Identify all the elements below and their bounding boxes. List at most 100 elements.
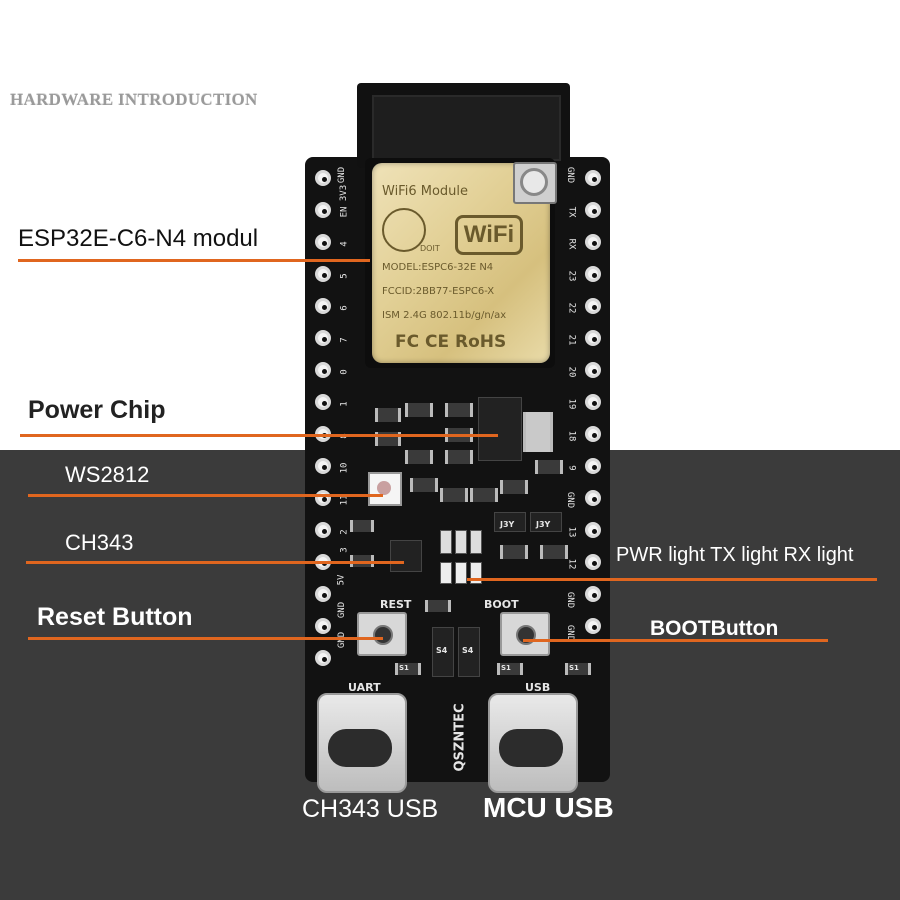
fuse bbox=[497, 663, 523, 675]
pin-label-right: GND bbox=[565, 491, 576, 509]
capacitor bbox=[523, 412, 553, 452]
capacitor bbox=[445, 403, 473, 417]
pin-right-13 bbox=[585, 554, 601, 570]
module-model: MODEL:ESPC6-32E N4 bbox=[382, 262, 494, 273]
power-regulator-chip bbox=[478, 397, 522, 461]
pin-left-6 bbox=[315, 330, 331, 346]
usb-label: USB bbox=[525, 681, 551, 694]
s1-label: S1 bbox=[569, 664, 579, 672]
capacitor bbox=[405, 450, 433, 464]
pin-right-8 bbox=[585, 394, 601, 410]
capacitor bbox=[405, 403, 433, 417]
callout-line-ws2812 bbox=[28, 494, 383, 497]
pin-label-left: 5 bbox=[339, 273, 350, 279]
pin-left-5 bbox=[315, 298, 331, 314]
pin-left-16 bbox=[315, 650, 331, 666]
capacitor bbox=[425, 600, 451, 612]
uart-label: UART bbox=[348, 681, 381, 694]
wifi-logo: WiFi bbox=[455, 215, 523, 255]
ws2812-led bbox=[368, 472, 402, 506]
pin-label-right: 19 bbox=[566, 398, 577, 410]
callout-line-ch343 bbox=[26, 561, 404, 564]
fuse bbox=[565, 663, 591, 675]
mcu-usb-label: MCU USB bbox=[483, 792, 614, 823]
ch343-usb-label: CH343 USB bbox=[302, 795, 439, 823]
pin-right-3 bbox=[585, 234, 601, 250]
capacitor bbox=[500, 545, 528, 559]
pin-label-left: 10 bbox=[339, 462, 350, 474]
callout-line-power-chip bbox=[20, 434, 498, 437]
brand-silkscreen: QSZNTEC bbox=[452, 703, 468, 772]
pin-right-14 bbox=[585, 586, 601, 602]
mcu-usb-c-port[interactable] bbox=[488, 693, 578, 793]
boot-button[interactable] bbox=[500, 612, 550, 656]
capacitor bbox=[350, 520, 374, 532]
capacitor bbox=[375, 408, 401, 422]
transistor bbox=[530, 512, 562, 532]
pin-right-7 bbox=[585, 362, 601, 378]
callout-line-lights bbox=[467, 578, 877, 581]
pin-label-right: 13 bbox=[566, 526, 577, 538]
s1-label: S1 bbox=[501, 664, 511, 672]
pin-label-right: 9 bbox=[566, 465, 577, 471]
callout-reset-button: Reset Button bbox=[37, 603, 193, 631]
j3y-label: J3Y bbox=[500, 520, 515, 529]
pin-label-right: TX bbox=[566, 206, 577, 218]
pin-label-right: 12 bbox=[566, 558, 577, 570]
callout-module: ESP32E-C6-N4 modul bbox=[18, 225, 259, 252]
pin-left-14 bbox=[315, 586, 331, 602]
pin-left-8 bbox=[315, 394, 331, 410]
status-resistor bbox=[470, 530, 482, 554]
pin-left-10 bbox=[315, 458, 331, 474]
s4-label: S4 bbox=[436, 646, 448, 655]
module-certs: FC CE RoHS bbox=[395, 332, 507, 352]
pin-label-left: 7 bbox=[339, 337, 350, 343]
pin-left-15 bbox=[315, 618, 331, 634]
module-brand: DOIT bbox=[420, 244, 440, 253]
module-name: WiFi6 Module bbox=[382, 184, 468, 199]
pin-right-12 bbox=[585, 522, 601, 538]
diode bbox=[432, 627, 454, 677]
module-ism: ISM 2.4G 802.11b/g/n/ax bbox=[382, 310, 507, 321]
pin-left-1 bbox=[315, 170, 331, 186]
pin-right-11 bbox=[585, 490, 601, 506]
pin-right-2 bbox=[585, 202, 601, 218]
antenna-trace bbox=[372, 95, 561, 161]
pin-label-left: 1 bbox=[339, 401, 350, 407]
pin-label-right: 23 bbox=[566, 270, 577, 282]
callout-line-boot bbox=[523, 639, 828, 642]
capacitor bbox=[440, 488, 468, 502]
pin-left-4 bbox=[315, 266, 331, 282]
pin-label-left: EN bbox=[339, 206, 350, 218]
pin-right-15 bbox=[585, 618, 601, 634]
status-resistor bbox=[455, 530, 467, 554]
s4-label: S4 bbox=[462, 646, 474, 655]
callout-ws2812: WS2812 bbox=[65, 462, 150, 487]
ch343-chip bbox=[390, 540, 422, 572]
pin-label-left: 5V bbox=[336, 574, 347, 586]
pin-right-10 bbox=[585, 458, 601, 474]
callout-line-reset bbox=[28, 637, 383, 640]
ufl-connector-ring bbox=[520, 168, 548, 196]
pin-left-12 bbox=[315, 522, 331, 538]
capacitor bbox=[470, 488, 498, 502]
ch343-usb-c-port[interactable] bbox=[317, 693, 407, 793]
capacitor bbox=[535, 460, 563, 474]
pin-label-right: 22 bbox=[566, 302, 577, 314]
pin-right-5 bbox=[585, 298, 601, 314]
pin-label-left: 4 bbox=[339, 241, 350, 247]
pin-label-right: GND bbox=[565, 591, 576, 609]
callout-line-module bbox=[18, 259, 370, 262]
fuse bbox=[395, 663, 421, 675]
s1-label: S1 bbox=[399, 664, 409, 672]
callout-lights: PWR light TX light RX light bbox=[616, 544, 854, 566]
reset-button[interactable] bbox=[357, 612, 407, 656]
doit-logo-icon bbox=[382, 208, 426, 252]
capacitor bbox=[500, 480, 528, 494]
pin-left-2 bbox=[315, 202, 331, 218]
pin-label-left: 0 bbox=[339, 369, 350, 375]
boot-label: BOOT bbox=[484, 598, 519, 611]
pin-label-left: GND bbox=[337, 631, 348, 649]
j3y-label: J3Y bbox=[536, 520, 551, 529]
pin-label-right: GND bbox=[565, 166, 576, 184]
